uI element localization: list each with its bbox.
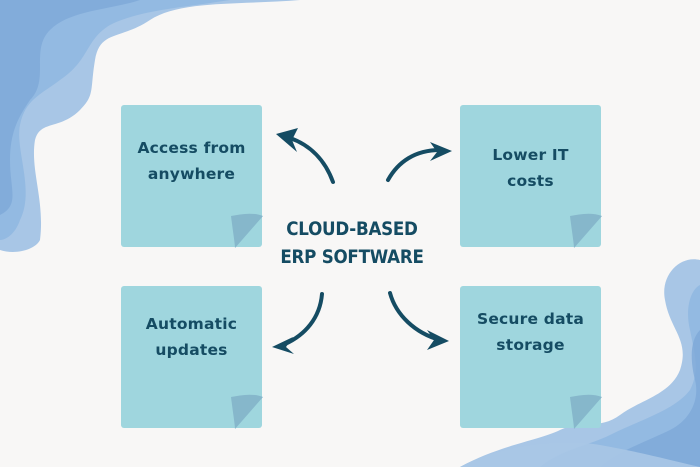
arrow-top-left-icon xyxy=(288,136,335,184)
note-text-line1: Lower IT xyxy=(492,146,569,164)
note-text-line1: Secure data xyxy=(476,310,585,328)
note-text-line2: storage xyxy=(496,336,565,354)
arrowhead-top-left-icon xyxy=(276,128,298,152)
arrowhead-bottom-left-icon xyxy=(272,337,294,354)
arrow-bottom-left-icon xyxy=(283,292,324,346)
bottom-right-wave xyxy=(460,259,700,467)
note-text-line2: anywhere xyxy=(147,165,236,183)
arrowhead-bottom-right-icon xyxy=(427,330,449,350)
note-text-line1: Access from xyxy=(137,139,246,157)
note-text-line2: updates xyxy=(155,341,228,359)
sticky-note-access: Access from anywhere xyxy=(121,105,263,248)
page-curl-icon xyxy=(570,213,602,248)
page-curl-icon xyxy=(231,394,263,429)
arrowhead-top-right-icon xyxy=(430,142,452,161)
sticky-note-updates: Automatic updates xyxy=(121,286,263,429)
note-text-line2: costs xyxy=(507,172,554,190)
note-text-line1: Automatic xyxy=(145,315,238,333)
sticky-note-costs: Lower IT costs xyxy=(460,105,602,248)
center-title: CLOUD-BASED ERP SOFTWARE xyxy=(273,215,431,271)
sticky-note-storage: Secure data storage xyxy=(460,286,602,429)
title-line1: CLOUD-BASED xyxy=(286,218,418,240)
title-line2: ERP SOFTWARE xyxy=(280,246,424,268)
page-curl-icon xyxy=(570,394,602,429)
page-curl-icon xyxy=(231,213,263,248)
arrow-top-right-icon xyxy=(386,148,442,182)
top-left-wave xyxy=(0,0,300,252)
